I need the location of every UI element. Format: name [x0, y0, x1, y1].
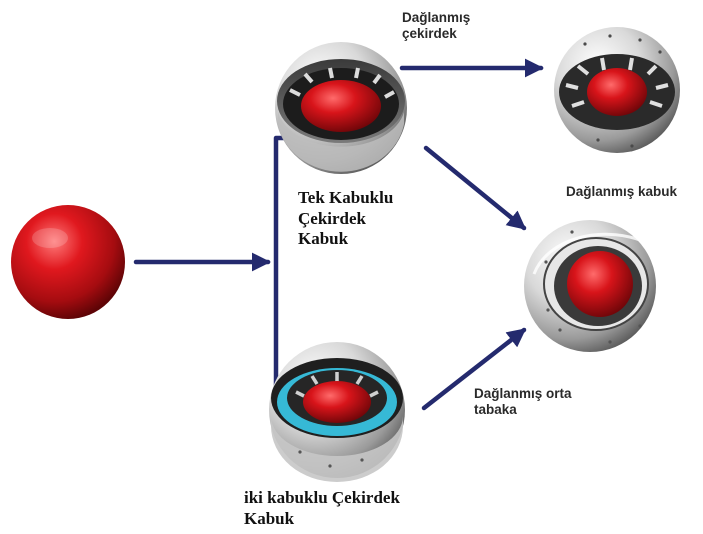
double-shell-particle [269, 342, 405, 482]
label-etched-middle-line-1: Dağlanmış orta [474, 386, 572, 402]
label-etched-middle-line-2: tabaka [474, 402, 572, 418]
label-single-shell-line-1: Tek Kabuklu [298, 188, 393, 209]
arrow-single-to-etched-shell [426, 148, 524, 228]
label-single-shell: Tek Kabuklu Çekirdek Kabuk [298, 188, 393, 250]
etched-core-particle [554, 27, 680, 153]
label-double-shell: iki kabuklu Çekirdek Kabuk [244, 488, 400, 529]
label-single-shell-line-2: Çekirdek [298, 209, 393, 230]
label-etched-shell-line-1: Dağlanmış kabuk [566, 184, 677, 200]
branch-connector [276, 138, 290, 388]
label-etched-core-line-2: çekirdek [402, 26, 470, 42]
bare-core-sphere [11, 205, 125, 319]
label-double-shell-line-1: iki kabuklu Çekirdek [244, 488, 400, 509]
single-shell-particle [275, 42, 407, 174]
label-etched-middle: Dağlanmış orta tabaka [474, 386, 572, 419]
label-double-shell-line-2: Kabuk [244, 509, 400, 530]
label-single-shell-line-3: Kabuk [298, 229, 393, 250]
label-etched-shell: Dağlanmış kabuk [566, 184, 677, 200]
etched-shell-particle [524, 220, 656, 352]
label-etched-core: Dağlanmış çekirdek [402, 10, 470, 43]
label-etched-core-line-1: Dağlanmış [402, 10, 470, 26]
